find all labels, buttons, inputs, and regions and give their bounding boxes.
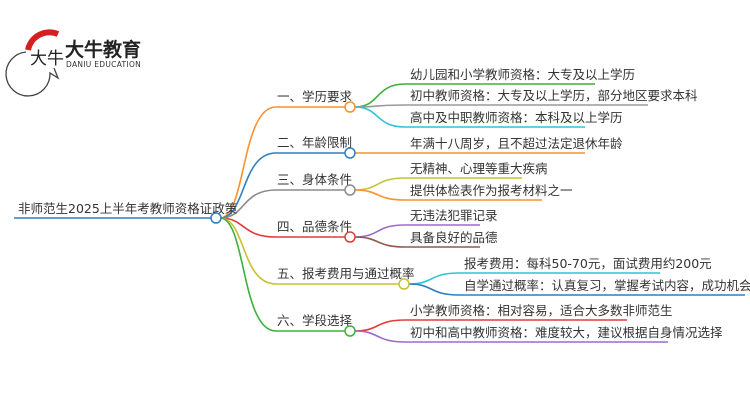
leaf-label: 报考费用：每科50-70元，面试费用约200元 [464, 256, 712, 271]
leaf-edge [408, 283, 745, 296]
branch-label: 六、学段选择 [277, 313, 353, 328]
leaf-edge [354, 177, 522, 191]
leaf-edge [354, 104, 648, 108]
root-node-toggle[interactable] [210, 212, 222, 224]
leaf-edge [354, 106, 585, 128]
leaf-label: 无精神、心理等重大疾病 [410, 161, 548, 176]
logo: 大牛 大牛教育 DANIU EDUCATION [5, 29, 141, 97]
leaf-edge [354, 189, 542, 201]
root-label: 非师范生2025上半年考教师资格证政策 [18, 201, 238, 216]
branch-node-toggle[interactable] [344, 231, 356, 243]
logo-bubble-icon [5, 51, 60, 97]
branch-edge [219, 106, 345, 219]
leaf-label: 年满十八周岁，且不超过法定退休年龄 [410, 136, 623, 151]
branch-node-toggle[interactable] [344, 325, 356, 337]
leaf-label: 无违法犯罪记录 [410, 208, 498, 223]
leaf-edge [354, 224, 480, 238]
logo-mark: 大牛 [30, 49, 64, 69]
leaf-label: 自学通过概率：认真复习，掌握考试内容，成功机会高 [464, 278, 750, 293]
branch-node-toggle[interactable] [344, 184, 356, 196]
branch-node-toggle[interactable] [398, 278, 410, 290]
branch-label: 三、身体条件 [277, 172, 352, 187]
branch-label: 四、品德条件 [277, 219, 352, 234]
branch-edge [219, 217, 345, 238]
branch-label: 一、学历要求 [277, 89, 353, 104]
branch-edge [219, 189, 345, 219]
branch-label: 五、报考费用与通过概率 [277, 266, 415, 281]
logo-name-cn: 大牛教育 [65, 38, 141, 61]
logo-arc-icon [25, 29, 60, 51]
leaf-label: 幼儿园和小学教师资格：大专及以上学历 [410, 67, 635, 82]
logo-name-en: DANIU EDUCATION [66, 60, 141, 69]
leaf-label: 提供体检表作为报考材料之一 [410, 183, 573, 198]
branch-label: 二、年龄限制 [277, 135, 352, 150]
branch-node-toggle[interactable] [344, 101, 356, 113]
leaf-label: 具备良好的品德 [410, 230, 498, 245]
leaf-edge [354, 330, 668, 343]
branch-edge [219, 217, 345, 332]
leaf-label: 初中和高中教师资格：难度较大，建议根据自身情况选择 [410, 325, 723, 340]
leaf-label: 高中及中职教师资格：本科及以上学历 [410, 110, 623, 125]
branch-node-toggle[interactable] [344, 147, 356, 159]
leaf-edge [354, 236, 480, 248]
branch-edge [219, 217, 399, 285]
branch-edge [219, 152, 345, 219]
leaf-label: 小学教师资格：相对容易，适合大多数非师范生 [410, 303, 673, 318]
leaf-label: 初中教师资格：大专及以上学历，部分地区要求本科 [410, 88, 698, 103]
